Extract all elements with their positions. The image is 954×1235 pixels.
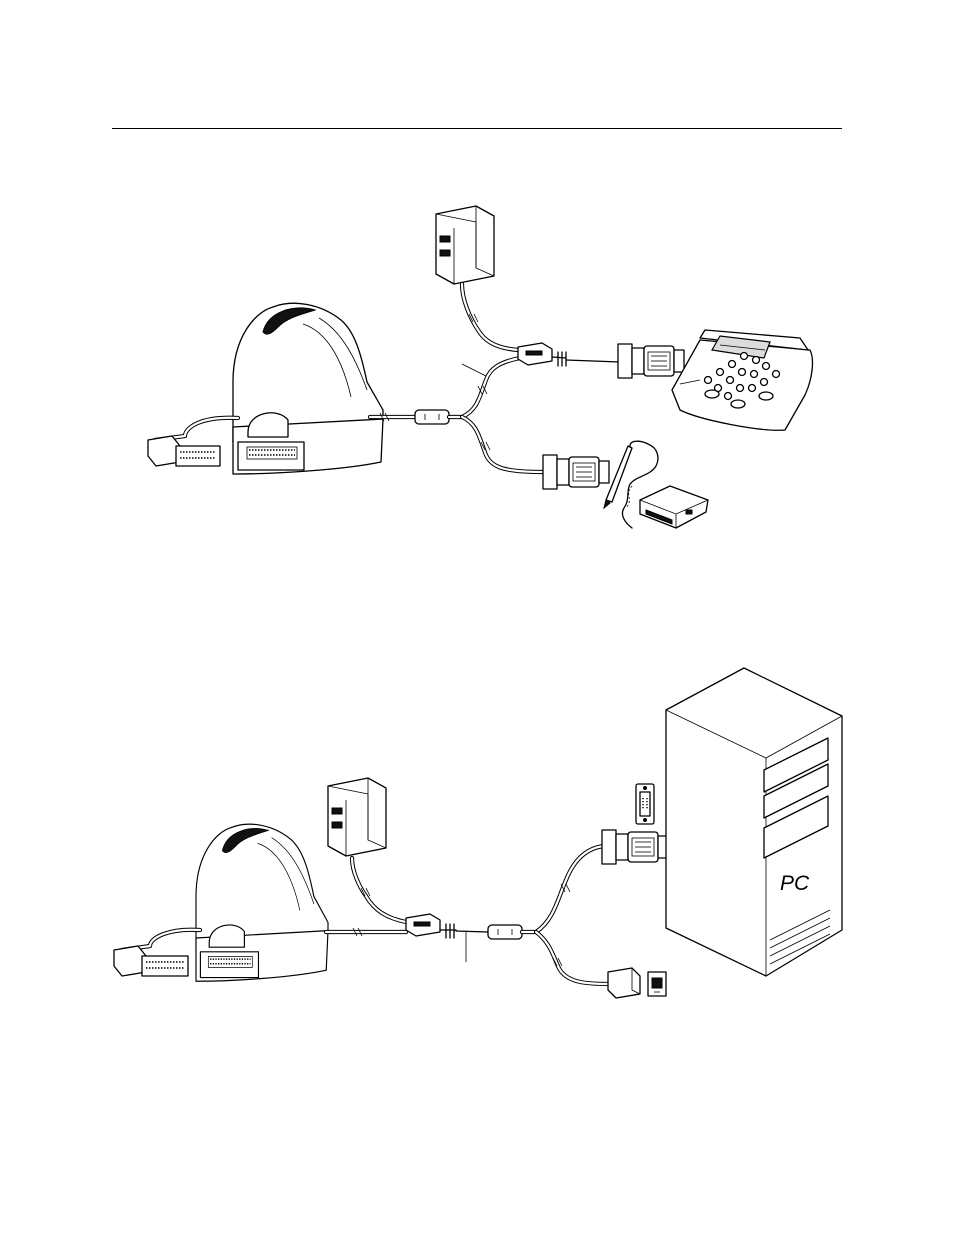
top-printer-db25-connector-icon [148, 418, 238, 466]
top-figure [148, 206, 812, 528]
bottom-rj11-connector-icon [608, 968, 666, 998]
bottom-printer-db25-connector-icon [114, 930, 200, 976]
top-signature-pad-db9-connector-icon [543, 455, 609, 489]
bottom-printer-icon [196, 824, 328, 981]
bottom-figure: PC [114, 668, 842, 998]
top-power-adapter-icon [436, 206, 494, 284]
top-pin-pad-icon [672, 330, 812, 430]
top-adapter-cable [462, 284, 518, 350]
bottom-power-adapter-icon [328, 778, 386, 856]
top-splitter-icon [518, 343, 552, 365]
top-y-cable-icon [370, 358, 545, 472]
top-callout-leader [462, 364, 486, 376]
top-printer-icon [233, 303, 383, 474]
top-pinpad-cable [552, 352, 620, 366]
bottom-pc-db9-connector-icon [602, 830, 668, 864]
bottom-adapter-cable [352, 858, 406, 922]
bottom-pc-tower-icon: PC [636, 668, 842, 976]
bottom-y-cable-icon [326, 846, 610, 984]
top-pinpad-db9-connector-icon [618, 344, 684, 378]
pc-label: PC [780, 872, 810, 895]
top-signature-pad-icon [604, 441, 708, 528]
bottom-pc-serial-port-icon [636, 784, 654, 824]
